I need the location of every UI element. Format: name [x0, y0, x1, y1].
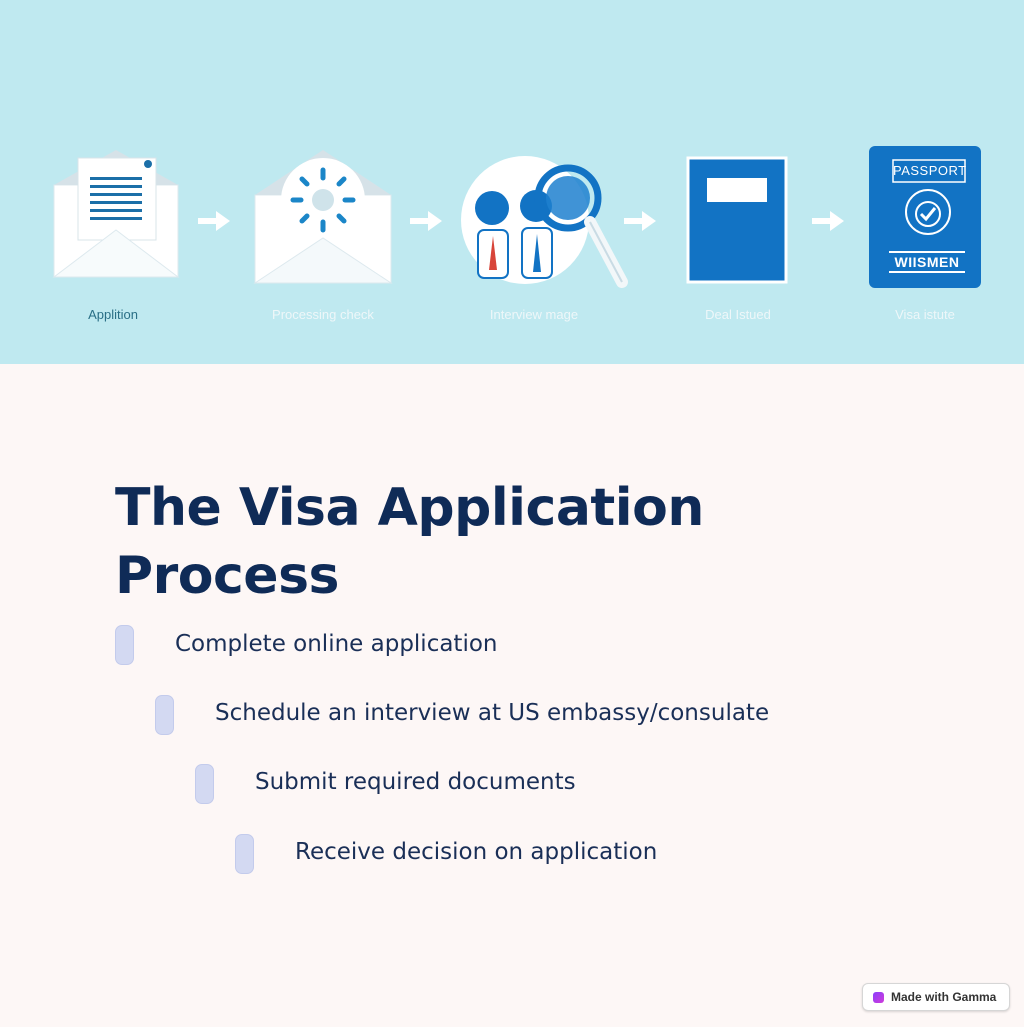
- step-caption-interview: Interview mage: [489, 307, 579, 322]
- process-illustration: [52, 146, 981, 288]
- interview-magnifier-icon: [461, 156, 628, 288]
- step-bullet: [235, 834, 254, 874]
- step-bullet: [195, 764, 214, 804]
- arrow-right-icon: [812, 211, 844, 231]
- arrow-right-icon: [198, 211, 230, 231]
- page-title: The Visa Application Process: [115, 478, 704, 606]
- passport-bottom-text: WIISMEN: [894, 254, 960, 270]
- step-item-2: Schedule an interview at US embassy/cons…: [215, 700, 770, 726]
- hero-illustration: PASSPORT WIISMEN Applition Processing ch…: [0, 0, 1024, 364]
- badge-label: Made with Gamma: [891, 990, 997, 1004]
- step-caption-visa: Visa istute: [895, 307, 955, 322]
- envelope-processing-icon: [253, 150, 393, 284]
- passport-top-text: PASSPORT: [893, 163, 967, 178]
- gamma-logo-icon: [873, 991, 884, 1003]
- arrow-right-icon: [410, 211, 442, 231]
- step-item-3: Submit required documents: [255, 769, 576, 795]
- step-item-1: Complete online application: [175, 631, 498, 657]
- document-icon: [686, 156, 788, 284]
- passport-icon: [869, 146, 981, 288]
- step-caption-processing: Processing check: [272, 307, 374, 322]
- step-item-4: Receive decision on application: [295, 839, 658, 865]
- step-caption-issued: Deal Istued: [705, 307, 771, 322]
- step-caption-application: Applition: [88, 307, 138, 322]
- envelope-letter-icon: [52, 150, 180, 278]
- step-bullet: [115, 625, 134, 665]
- arrow-right-icon: [624, 211, 656, 231]
- made-with-gamma-badge[interactable]: Made with Gamma: [862, 983, 1010, 1011]
- step-bullet: [155, 695, 174, 735]
